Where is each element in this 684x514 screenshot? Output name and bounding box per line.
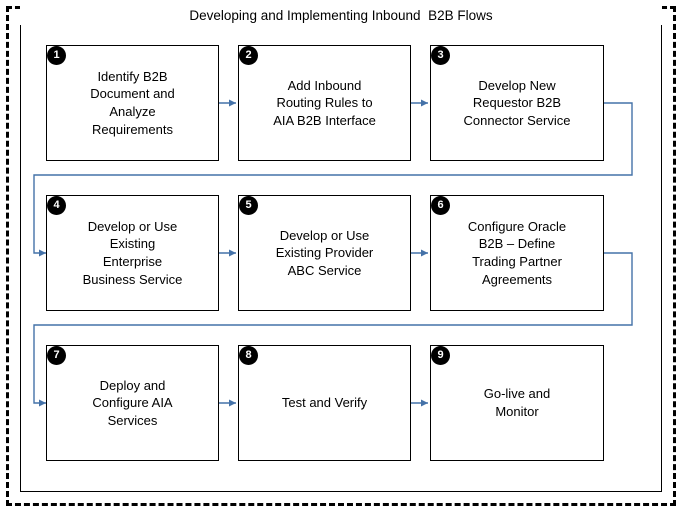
step-box-7[interactable]: Deploy and Configure AIA Services <box>46 345 219 461</box>
step-label-3: Develop New Requestor B2B Connector Serv… <box>463 77 571 128</box>
step-label-9: Go-live and Monitor <box>483 386 551 419</box>
step-label-7: Deploy and Configure AIA Services <box>92 377 173 428</box>
step-label-6: Configure Oracle B2B – Define Trading Pa… <box>467 218 567 287</box>
step-box-4[interactable]: Develop or Use Existing Enterprise Busin… <box>46 195 219 311</box>
step-number-3: 3 <box>431 46 450 65</box>
step-number-2: 2 <box>239 46 258 65</box>
step-number-7: 7 <box>47 346 66 365</box>
step-number-4: 4 <box>47 196 66 215</box>
step-label-8: Test and Verify <box>281 395 368 411</box>
diagram-title: Developing and Implementing Inbound B2B … <box>20 6 662 25</box>
step-box-1[interactable]: Identify B2B Document and Analyze Requir… <box>46 45 219 161</box>
step-box-2[interactable]: Add Inbound Routing Rules to AIA B2B Int… <box>238 45 411 161</box>
step-box-8[interactable]: Test and Verify <box>238 345 411 461</box>
step-box-5[interactable]: Develop or Use Existing Provider ABC Ser… <box>238 195 411 311</box>
step-box-9[interactable]: Go-live and Monitor <box>430 345 604 461</box>
step-label-2: Add Inbound Routing Rules to AIA B2B Int… <box>273 77 376 128</box>
step-number-1: 1 <box>47 46 66 65</box>
step-number-9: 9 <box>431 346 450 365</box>
step-label-1: Identify B2B Document and Analyze Requir… <box>90 68 175 137</box>
step-label-5: Develop or Use Existing Provider ABC Ser… <box>275 227 374 278</box>
step-number-5: 5 <box>239 196 258 215</box>
step-number-6: 6 <box>431 196 450 215</box>
step-box-3[interactable]: Develop New Requestor B2B Connector Serv… <box>430 45 604 161</box>
step-number-8: 8 <box>239 346 258 365</box>
step-label-4: Develop or Use Existing Enterprise Busin… <box>82 218 183 287</box>
step-box-6[interactable]: Configure Oracle B2B – Define Trading Pa… <box>430 195 604 311</box>
